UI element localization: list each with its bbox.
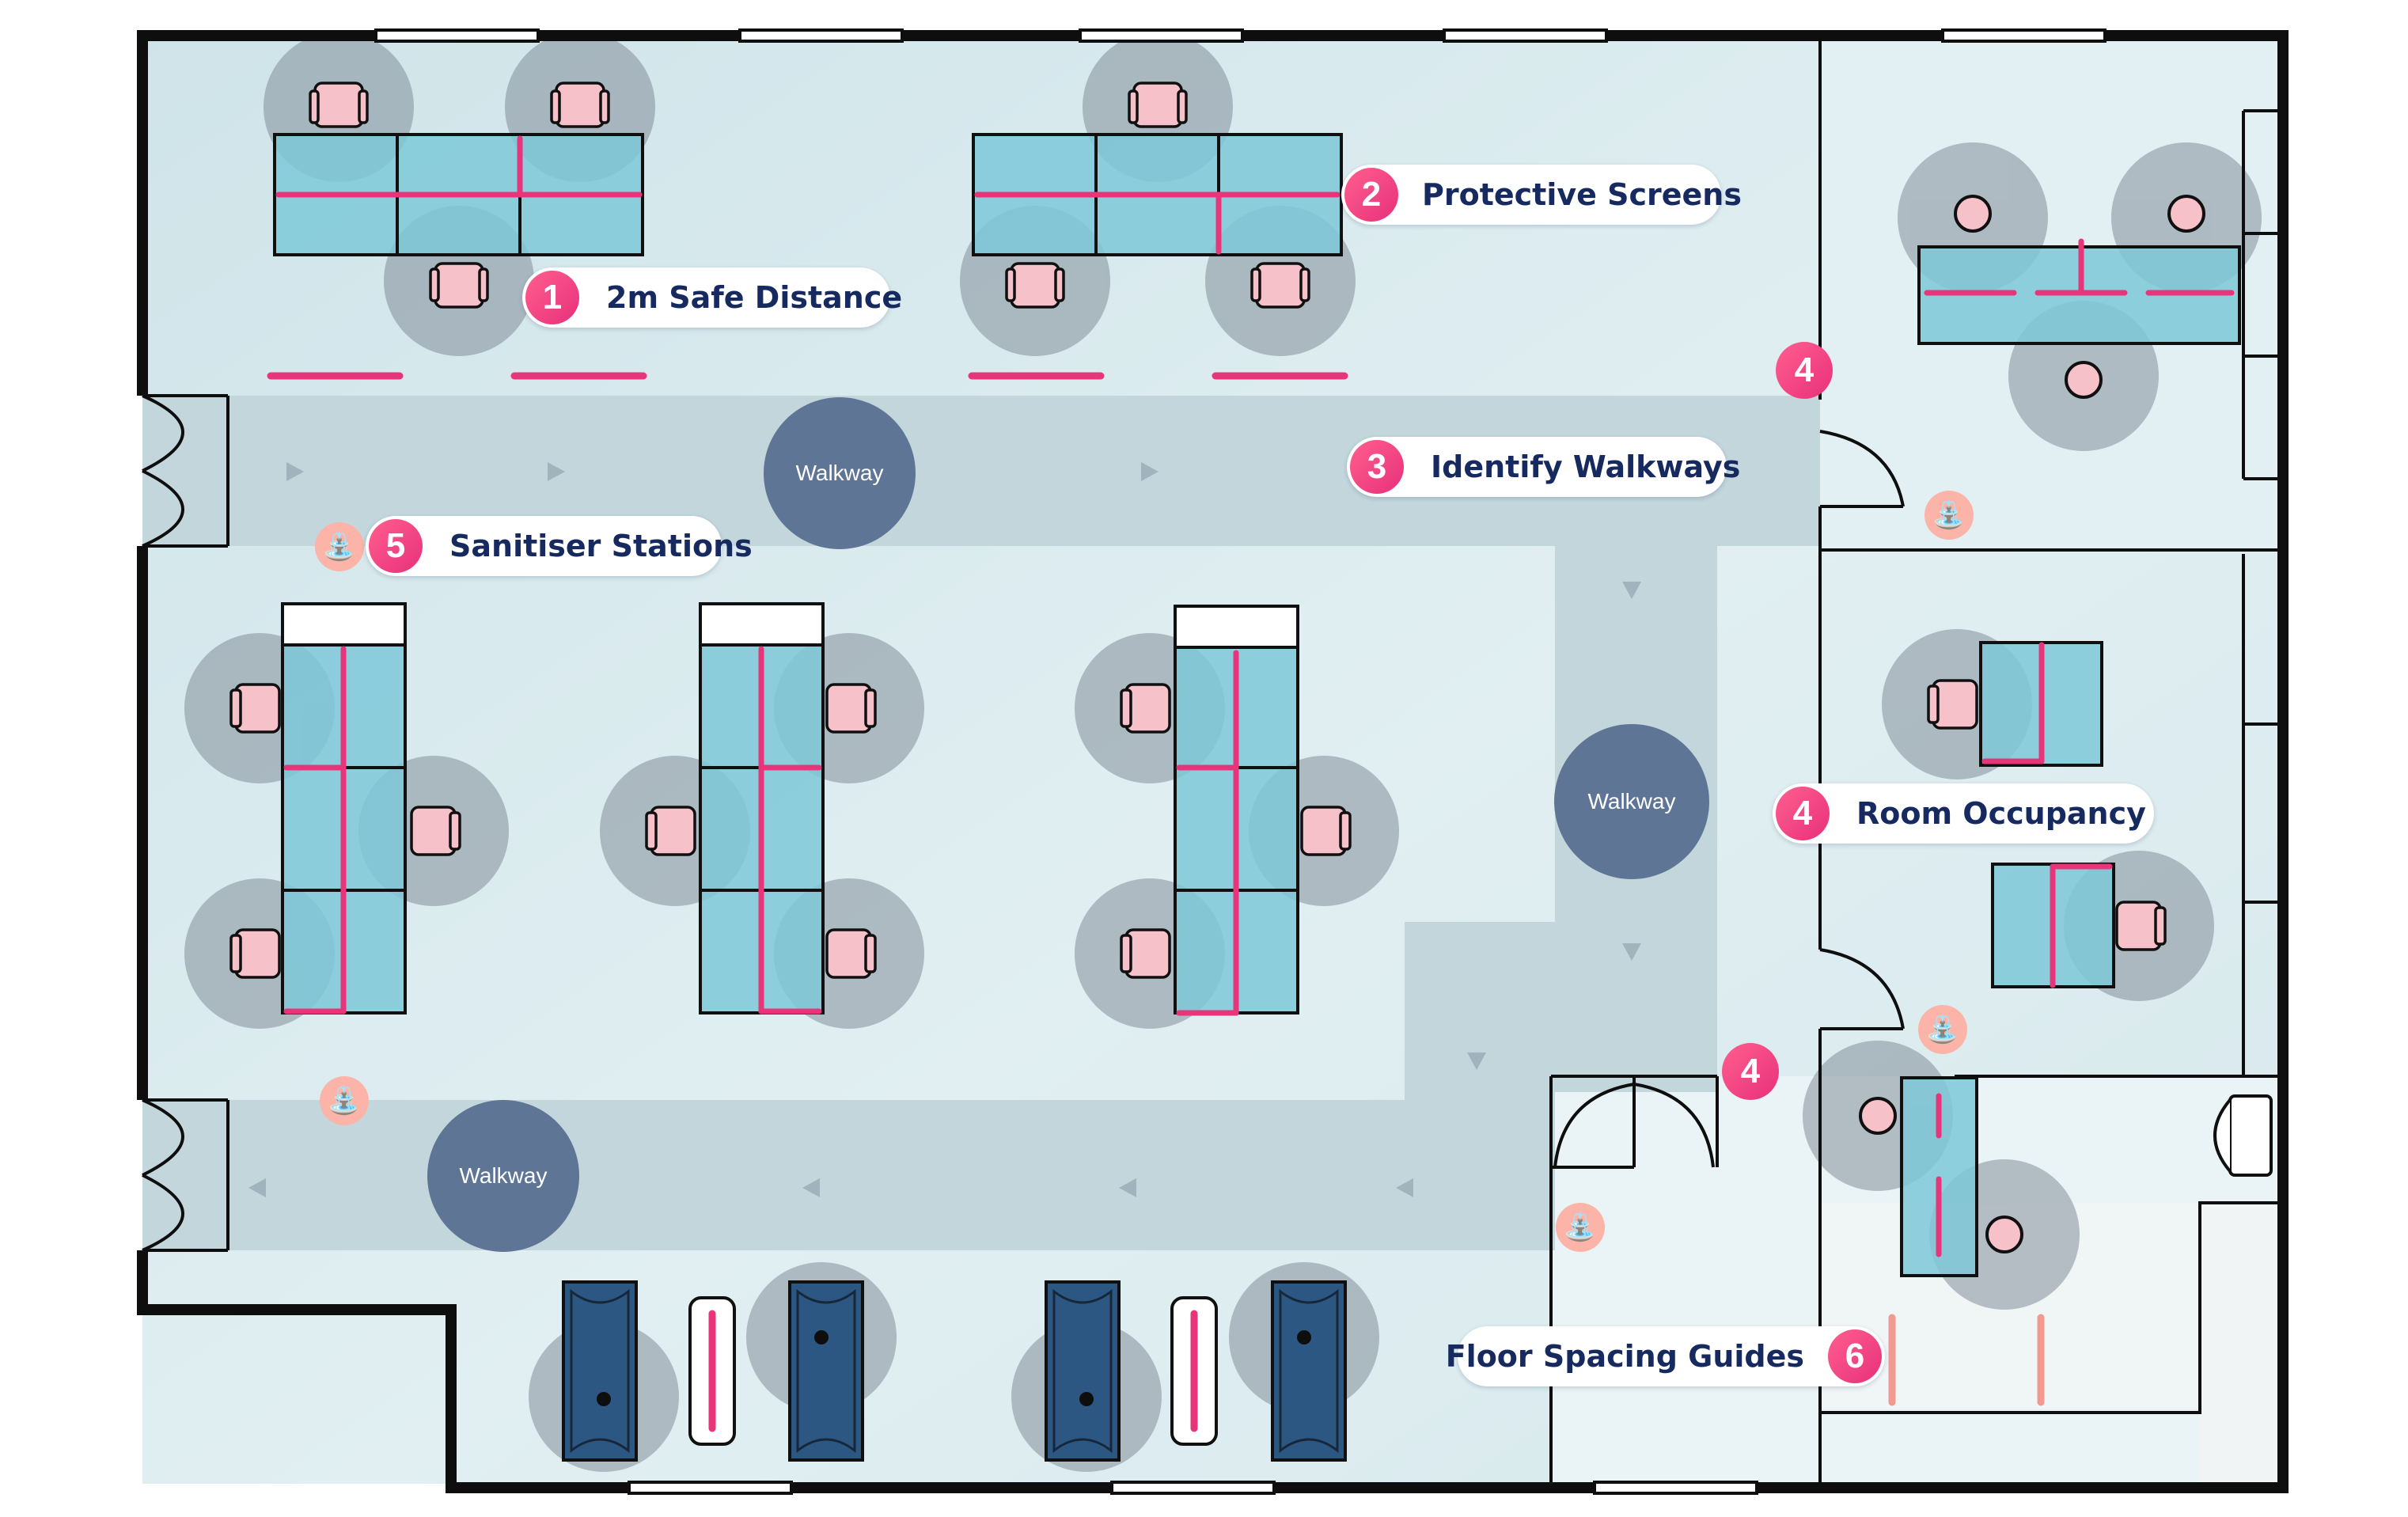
- chair-icon: [229, 683, 281, 734]
- callout-label: Identify Walkways: [1431, 449, 1741, 484]
- arrow-icon: [286, 462, 304, 481]
- arrow-icon: [1467, 1052, 1486, 1070]
- arrow-icon: [1622, 582, 1641, 599]
- arrow-icon: [1119, 1178, 1136, 1197]
- interior-walls: [1549, 36, 2283, 1488]
- chair-icon: [1927, 679, 1978, 730]
- chair-icon: [309, 82, 369, 128]
- callout-number: 4: [1776, 787, 1830, 840]
- arrow-icon: [1396, 1178, 1413, 1197]
- chair-icon: [1120, 683, 1171, 734]
- desk-end-caps: [281, 602, 1299, 649]
- room-occupancy-badge: 4: [1722, 1043, 1779, 1100]
- round-seats: [1859, 195, 2205, 1253]
- chair-icon: [1300, 806, 1352, 856]
- callout-identify-walkways: 3 Identify Walkways: [1347, 437, 1740, 497]
- chair-icon: [1985, 1215, 2023, 1253]
- callout-number: 3: [1350, 440, 1404, 494]
- chair-icon: [825, 683, 877, 734]
- chair-icon: [825, 928, 877, 979]
- callout-sanitiser-stations: 5 Sanitiser Stations: [366, 516, 753, 576]
- arrow-icon: [548, 462, 565, 481]
- windows: [374, 28, 2107, 1495]
- chair-icon: [2065, 361, 2103, 399]
- hand-sanitiser-icon: ⛲: [315, 522, 364, 571]
- doors: [142, 394, 1905, 1252]
- chair-icon: [429, 262, 489, 309]
- callout-label: Sanitiser Stations: [449, 529, 753, 563]
- callout-number: 1: [525, 271, 579, 324]
- chair-icon: [1120, 928, 1171, 979]
- callout-protective-screens: 2 Protective Screens: [1341, 165, 1742, 225]
- callout-number: 6: [1828, 1329, 1882, 1383]
- callout-label: Room Occupancy: [1856, 796, 2146, 831]
- chair-icon: [1005, 262, 1065, 309]
- arrow-icon: [1141, 462, 1158, 481]
- callout-number: 5: [369, 519, 423, 573]
- walkway-marker: Walkway: [1554, 724, 1709, 879]
- chair-icon: [1954, 195, 1992, 233]
- chair-icon: [550, 82, 610, 128]
- standing-desk-dots: [597, 1330, 1311, 1406]
- callout-floor-spacing-guides: 6 Floor Spacing Guides: [1446, 1326, 1885, 1386]
- hand-sanitiser-icon: ⛲: [1556, 1203, 1605, 1252]
- chairs: [229, 82, 2167, 979]
- standing-desk-tops: [570, 1288, 1339, 1454]
- callout-room-occupancy: 4 Room Occupancy: [1773, 783, 2154, 844]
- chair-icon: [1128, 82, 1188, 128]
- callout-label: Floor Spacing Guides: [1445, 1339, 1804, 1374]
- toilet: [2213, 1094, 2273, 1177]
- walkway-arrows: [248, 462, 1641, 1197]
- chair-icon: [1250, 262, 1310, 309]
- chair-icon: [2115, 901, 2167, 951]
- hand-sanitiser-icon: ⛲: [320, 1076, 369, 1125]
- callout-safe-distance: 1 2m Safe Distance: [522, 267, 902, 328]
- chair-icon: [410, 806, 461, 856]
- hand-sanitiser-icon: ⛲: [1918, 1005, 1967, 1054]
- arrow-icon: [1622, 943, 1641, 961]
- walkway-marker: Walkway: [427, 1100, 579, 1252]
- room-occupancy-badge: 4: [1776, 342, 1833, 399]
- protective-screens: [275, 135, 2235, 1257]
- callout-number: 2: [1344, 168, 1398, 222]
- arrow-icon: [248, 1178, 266, 1197]
- dividers: [688, 1296, 1218, 1446]
- standing-desks: [562, 1280, 1347, 1462]
- callout-label: 2m Safe Distance: [606, 280, 903, 315]
- hand-sanitiser-icon: ⛲: [1925, 491, 1974, 540]
- floor-spacing-guides: [1888, 1314, 2045, 1406]
- chair-icon: [1859, 1097, 1897, 1135]
- walkway-marker: Walkway: [764, 397, 916, 549]
- arrow-icon: [802, 1178, 820, 1197]
- chair-icon: [2167, 195, 2205, 233]
- callout-label: Protective Screens: [1422, 177, 1742, 212]
- chair-icon: [645, 806, 696, 856]
- chair-icon: [229, 928, 281, 979]
